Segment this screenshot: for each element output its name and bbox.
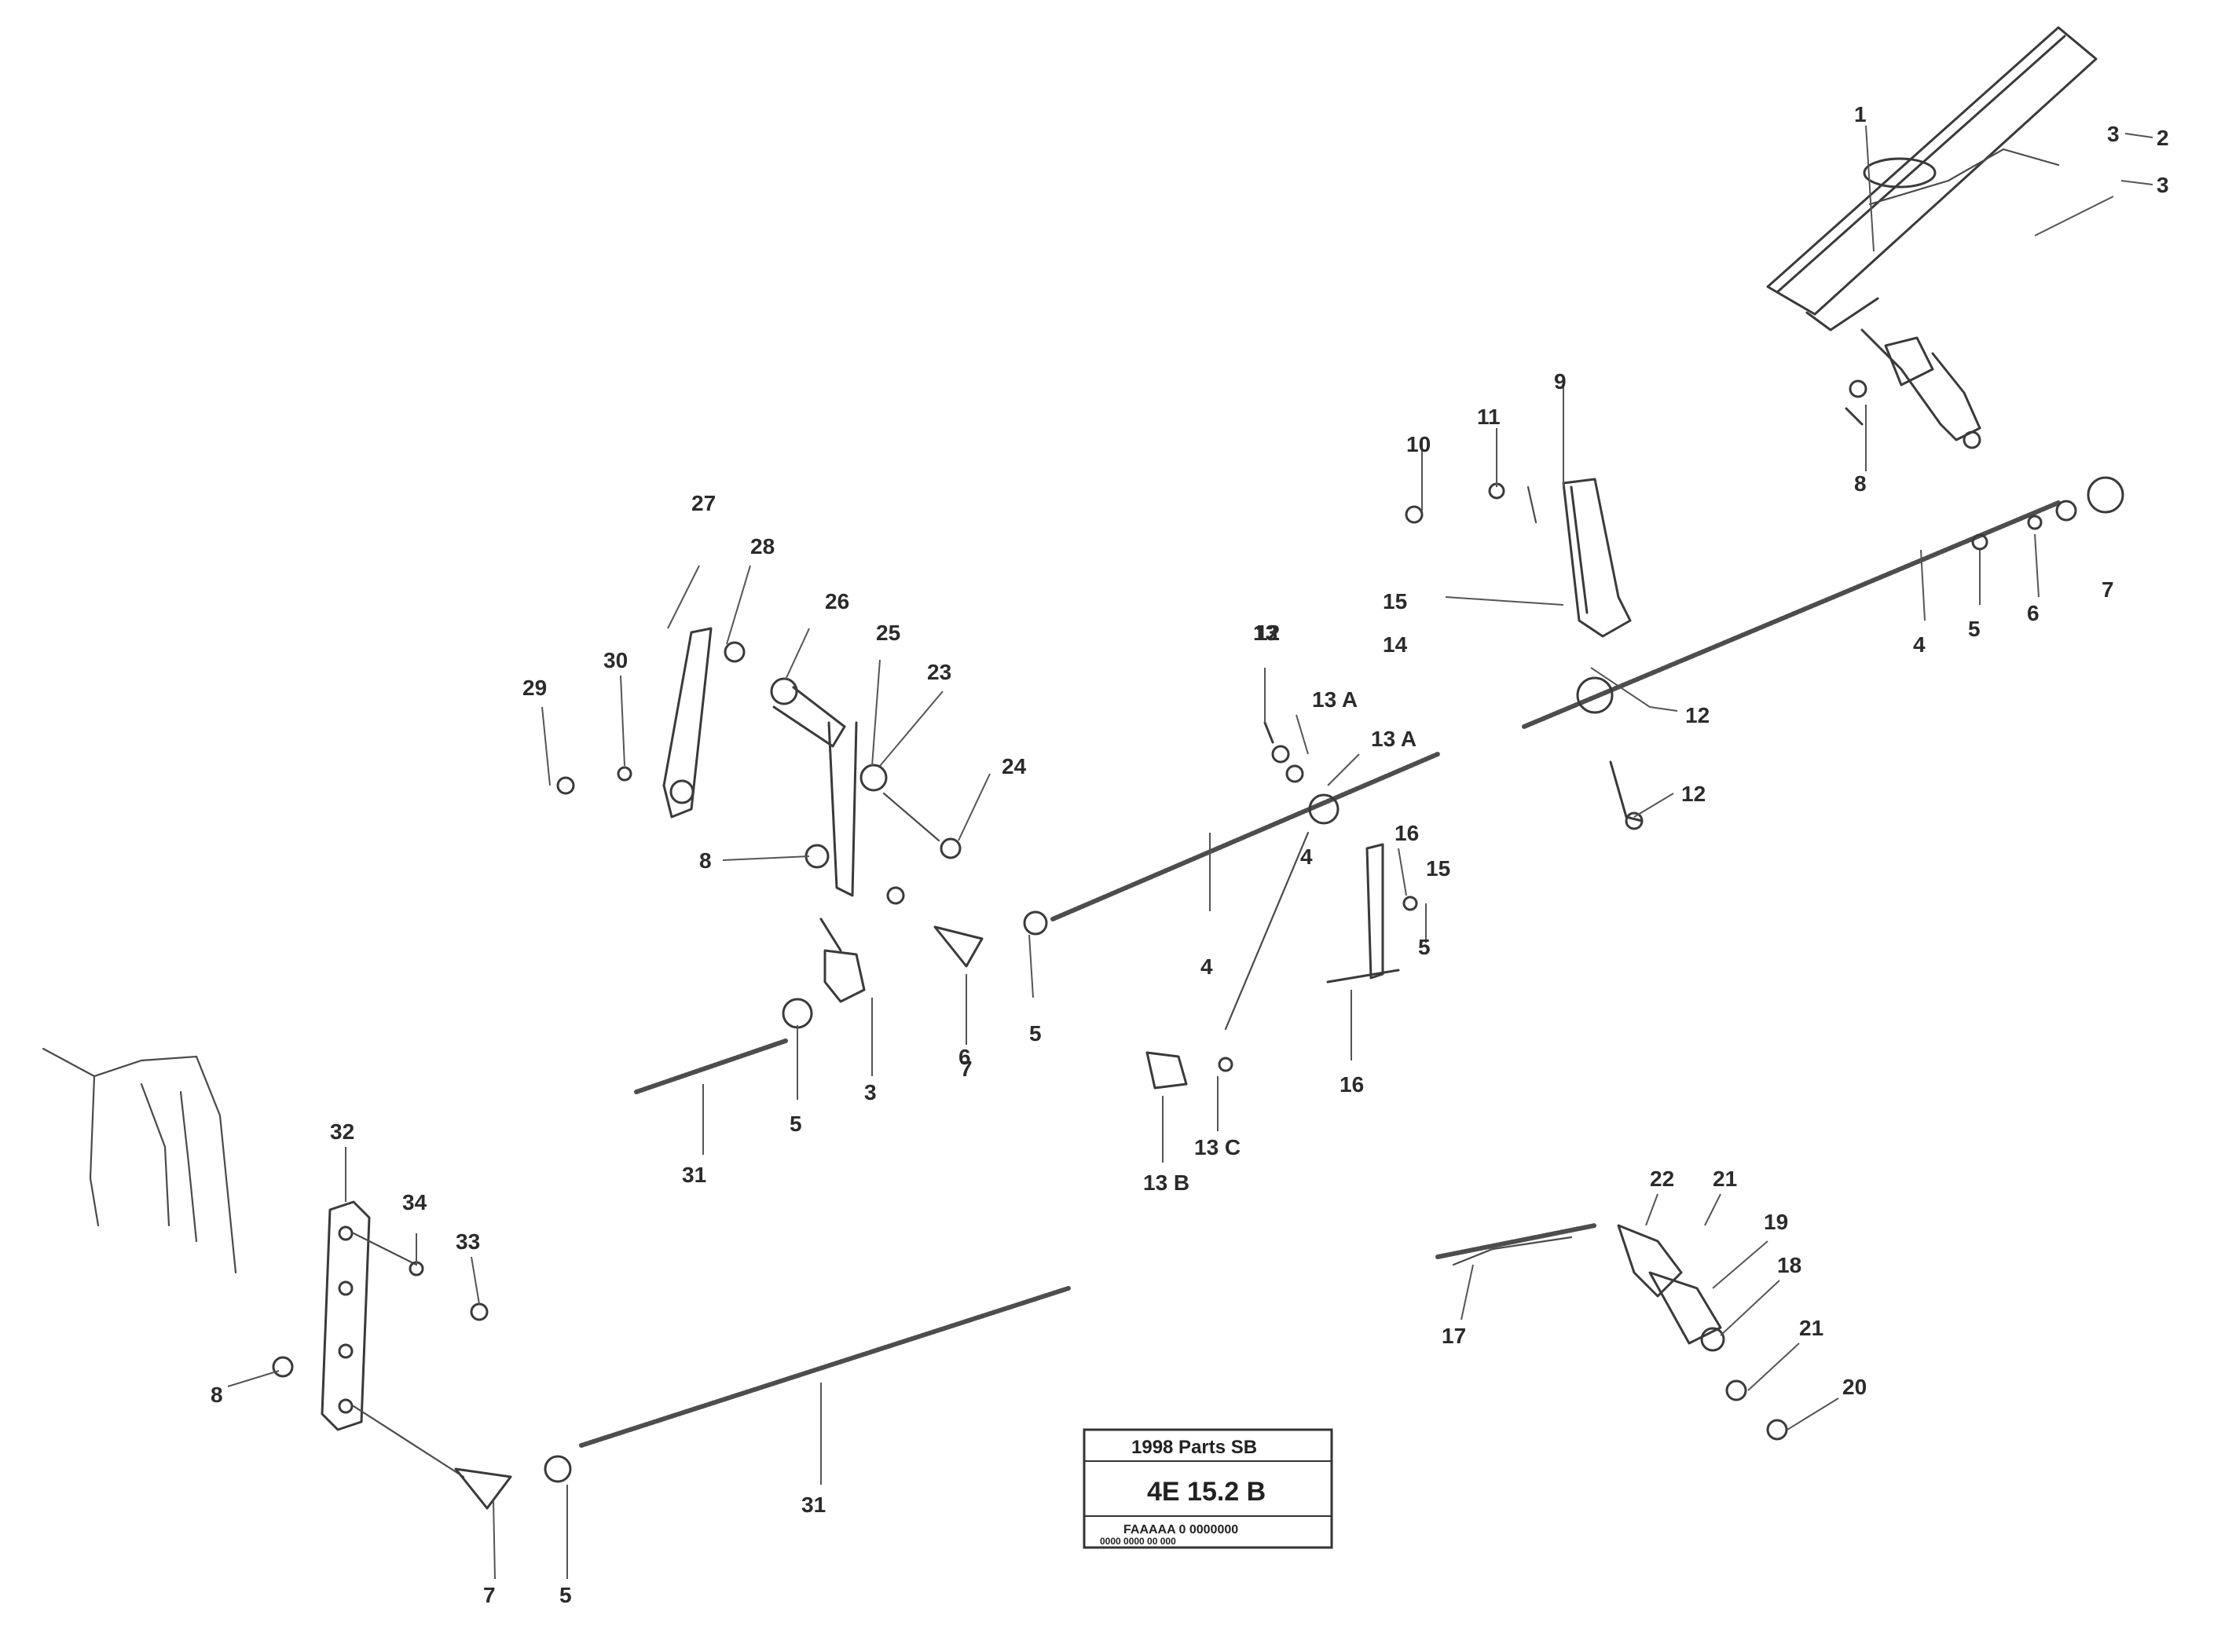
- callout-label: 3: [2157, 173, 2169, 197]
- callout-label: 16: [1395, 821, 1419, 845]
- callout-label: 12: [1685, 703, 1710, 727]
- callout-label: 33: [456, 1229, 480, 1254]
- callout-label: 9: [1554, 369, 1567, 394]
- callout-label: 19: [1764, 1210, 1788, 1234]
- callout-label: 21: [1799, 1316, 1823, 1340]
- stamp-title: 1998 Parts SB: [1131, 1437, 1257, 1458]
- bracket-9: [1405, 478, 1632, 638]
- callout-label: 30: [603, 648, 628, 672]
- stamp-code: FAAAAA 0 0000000: [1123, 1523, 1238, 1537]
- callout-label: 3: [864, 1080, 877, 1104]
- stamp-footer: 0000 0000 00 000: [1100, 1536, 1176, 1547]
- callout-label: 34: [402, 1190, 427, 1214]
- left-lever-cluster: [556, 627, 984, 1029]
- callout-label: 7: [960, 1057, 973, 1081]
- callout-label: 12: [1681, 782, 1706, 806]
- callout-label: 13 A: [1371, 727, 1417, 751]
- callout-label: 27: [691, 491, 716, 515]
- callout-label: 7: [483, 1583, 496, 1607]
- callout-label: 25: [876, 621, 900, 645]
- callout-label: 6: [958, 1045, 971, 1069]
- callout-label: 10: [1406, 432, 1431, 456]
- callout-label: 12: [1255, 621, 1280, 645]
- callout-label: 4: [1200, 954, 1213, 979]
- callout-label: 13 A: [1312, 687, 1358, 712]
- callout-label: 13 C: [1194, 1135, 1241, 1159]
- callout-label: 31: [801, 1493, 826, 1517]
- callout-label: 8: [1854, 471, 1867, 496]
- callout-label: 3: [2107, 122, 2120, 146]
- callout-label: 13 B: [1143, 1170, 1189, 1195]
- lower-right-cluster: [1452, 1224, 1788, 1441]
- callout-label: 15: [1383, 589, 1407, 614]
- callout-label: 16: [1340, 1072, 1364, 1097]
- callout-label: 7: [2102, 577, 2114, 602]
- callout-label: 20: [1842, 1375, 1867, 1399]
- callout-label: 1: [1854, 102, 1867, 126]
- callout-label: 8: [699, 848, 712, 873]
- stamp-reference: 4E 15.2 B: [1147, 1477, 1266, 1507]
- leader-lines: [227, 125, 2153, 1580]
- pedal-assembly: [1766, 26, 2098, 449]
- floor-mount: [42, 1047, 237, 1274]
- callout-label: 11: [1477, 405, 1501, 429]
- callout-label: 15: [1426, 856, 1450, 881]
- callout-label: 24: [1002, 754, 1027, 778]
- callout-label: 32: [330, 1119, 354, 1144]
- callout-label: 5: [790, 1112, 802, 1136]
- callout-label: 26: [825, 589, 849, 614]
- callout-label: 29: [522, 676, 547, 700]
- rods: [579, 500, 2061, 1448]
- callout-label: 5: [1968, 617, 1981, 641]
- callout-label: 22: [1650, 1167, 1674, 1191]
- callout-labels: 1 2 3 3 4 5 6 7 8 9 10 11 14 15 12 13 12…: [211, 102, 2169, 1607]
- callout-label: 4: [1913, 632, 1926, 657]
- callout-label: 8: [211, 1383, 223, 1407]
- callout-label: 31: [682, 1163, 706, 1187]
- callout-label: 5: [1418, 935, 1431, 959]
- callout-label: 18: [1777, 1253, 1801, 1277]
- callout-label: 5: [1029, 1021, 1042, 1046]
- callout-label: 21: [1713, 1167, 1737, 1191]
- center-linkage: [1023, 476, 2124, 1090]
- bracket-32: [272, 1200, 572, 1510]
- callout-label: 17: [1442, 1324, 1466, 1348]
- callout-label: 23: [927, 660, 951, 684]
- reference-stamp: 1998 Parts SB 4E 15.2 B FAAAAA 0 0000000…: [1083, 1428, 1333, 1549]
- callout-label: 28: [750, 534, 775, 559]
- callout-label: 6: [2027, 601, 2040, 625]
- callout-label: 14: [1383, 632, 1408, 657]
- callout-label: 2: [2157, 126, 2169, 150]
- callout-label: 4: [1300, 844, 1313, 869]
- callout-label: 13: [1253, 621, 1277, 645]
- callout-label: 5: [559, 1583, 572, 1607]
